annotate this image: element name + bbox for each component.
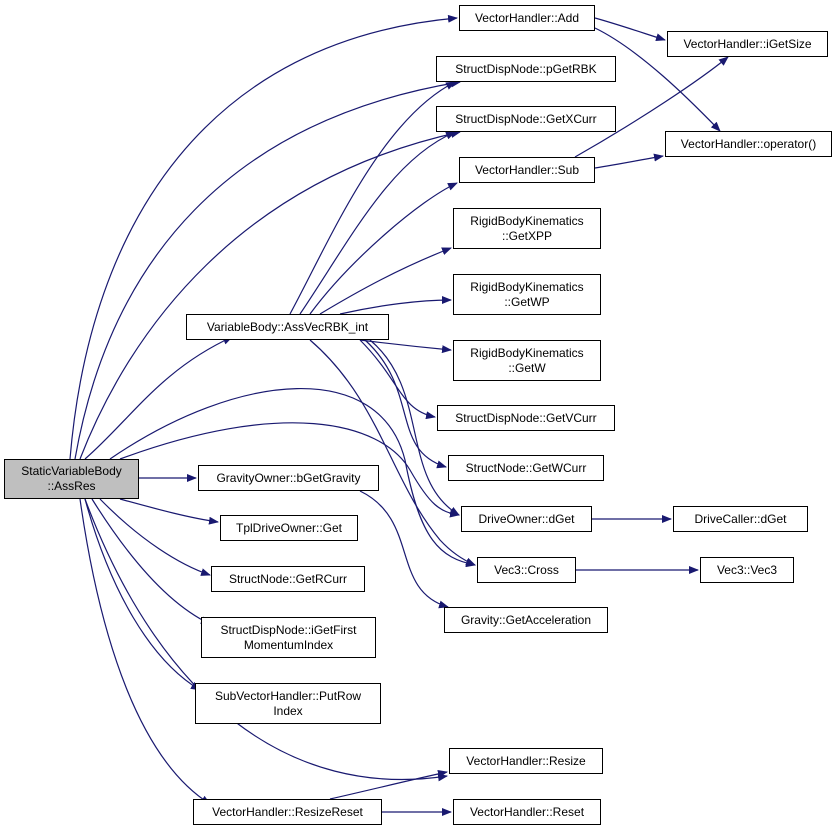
edge-bgetgravity-to-getaccel	[359, 490, 449, 609]
edge-resizereset-to-resize	[329, 769, 448, 800]
edge-root-to-getrcurr	[99, 498, 211, 576]
node-driveowner-dget[interactable]: DriveOwner::dGet	[461, 506, 592, 532]
edge-assvec-to-dget	[369, 339, 460, 516]
node-structdispnode-pgetrbk[interactable]: StructDispNode::pGetRBK	[436, 56, 616, 82]
edge-assvec-to-sub	[309, 182, 458, 315]
edge-root-to-igetfirst	[91, 498, 211, 625]
edge-root-to-dget	[119, 422, 460, 518]
node-gravity-getacceleration[interactable]: Gravity::GetAcceleration	[444, 607, 608, 633]
node-structdispnode-getxcurr[interactable]: StructDispNode::GetXCurr	[436, 106, 616, 132]
node-structnode-getwcurr[interactable]: StructNode::GetWCurr	[448, 455, 604, 481]
node-staticvariablebody-assres[interactable]: StaticVariableBody ::AssRes	[4, 459, 139, 499]
edge-root-to-tplget	[119, 498, 219, 525]
edge-root-to-getxcurr	[79, 130, 461, 460]
edge-root-to-resizereset	[79, 498, 211, 805]
edge-assvec-to-getvcurr	[359, 339, 436, 420]
node-rigidbodykinematics-getw[interactable]: RigidBodyKinematics ::GetW	[453, 340, 601, 381]
node-vec3-vec3[interactable]: Vec3::Vec3	[700, 557, 794, 583]
node-vectorhandler-reset[interactable]: VectorHandler::Reset	[453, 799, 601, 825]
edge-sub-to-operator	[594, 153, 664, 169]
edge-add-to-operator	[594, 27, 721, 132]
edge-root-to-assvec	[84, 336, 233, 460]
edge-sub-to-igetsize	[574, 56, 729, 158]
node-vectorhandler-operator[interactable]: VectorHandler::operator()	[665, 131, 832, 157]
node-variablebody-assvecrbk-int[interactable]: VariableBody::AssVecRBK_int	[186, 314, 389, 340]
node-tpldriveowner-get[interactable]: TplDriveOwner::Get	[220, 515, 358, 541]
edge-assvec-to-getxpp	[319, 247, 452, 315]
edge-root-to-cross	[109, 388, 476, 568]
node-rigidbodykinematics-getxpp[interactable]: RigidBodyKinematics ::GetXPP	[453, 208, 601, 249]
edge-assvec-to-getxcurr	[299, 131, 456, 315]
edge-add-to-igetsize	[594, 17, 666, 42]
edge-assvec-to-pgetrbk	[289, 81, 456, 315]
node-gravityowner-bgetgravity[interactable]: GravityOwner::bGetGravity	[198, 465, 379, 491]
node-vectorhandler-resize[interactable]: VectorHandler::Resize	[449, 748, 603, 774]
node-vectorhandler-resizereset[interactable]: VectorHandler::ResizeReset	[193, 799, 382, 825]
node-structdispnode-getvcurr[interactable]: StructDispNode::GetVCurr	[437, 405, 615, 431]
node-vectorhandler-igetsize[interactable]: VectorHandler::iGetSize	[667, 31, 828, 57]
edge-assvec-to-cross	[309, 339, 476, 566]
node-subvectorhandler-putrowindex[interactable]: SubVectorHandler::PutRow Index	[195, 683, 381, 724]
node-structnode-getrcurr[interactable]: StructNode::GetRCurr	[211, 566, 365, 592]
edge-root-to-pgetrbk	[74, 79, 461, 460]
node-drivecaller-dget[interactable]: DriveCaller::dGet	[673, 506, 808, 532]
node-rigidbodykinematics-getwp[interactable]: RigidBodyKinematics ::GetWP	[453, 274, 601, 315]
edge-assvec-to-getwcurr	[364, 339, 447, 469]
node-vectorhandler-add[interactable]: VectorHandler::Add	[459, 5, 595, 31]
node-structdispnode-igetfirstmomentumindex[interactable]: StructDispNode::iGetFirst MomentumIndex	[201, 617, 376, 658]
edge-root-to-putrow	[84, 498, 201, 691]
node-vectorhandler-sub[interactable]: VectorHandler::Sub	[459, 157, 595, 183]
edge-root-to-add	[69, 14, 458, 460]
edge-assvec-to-getwp	[339, 296, 452, 315]
node-vec3-cross[interactable]: Vec3::Cross	[477, 557, 576, 583]
